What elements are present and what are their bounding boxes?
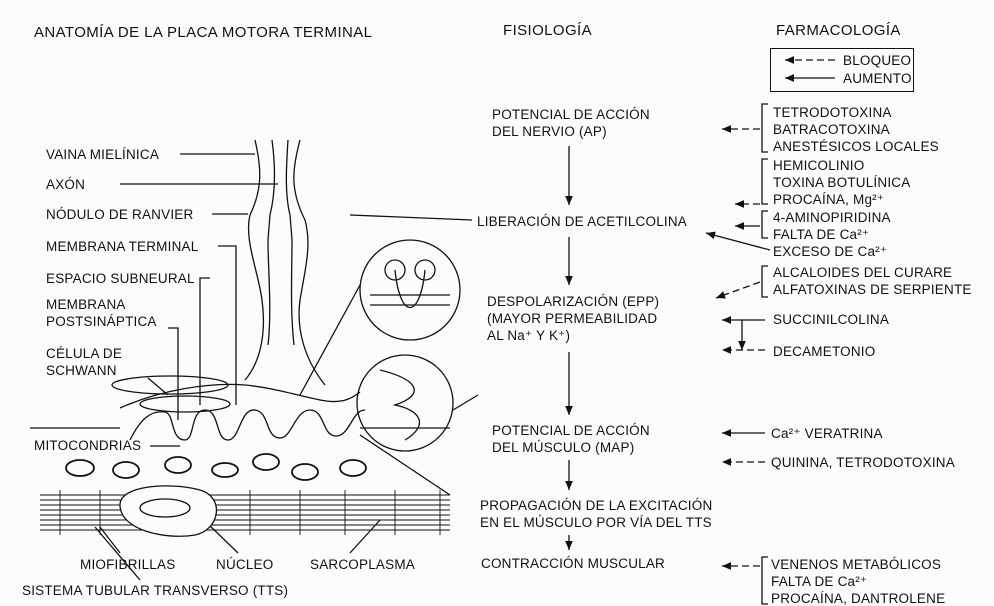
- axon-drawing: [245, 140, 325, 385]
- cleft-magnification: [357, 355, 478, 495]
- mitochondria-drawing: [66, 454, 366, 480]
- receptor-magnification: [300, 240, 460, 395]
- junctional-folds: [30, 376, 450, 440]
- nucleus-drawing: [120, 486, 216, 536]
- pharmacology-brackets: [762, 104, 768, 604]
- pharmacology-arrows: [706, 129, 770, 566]
